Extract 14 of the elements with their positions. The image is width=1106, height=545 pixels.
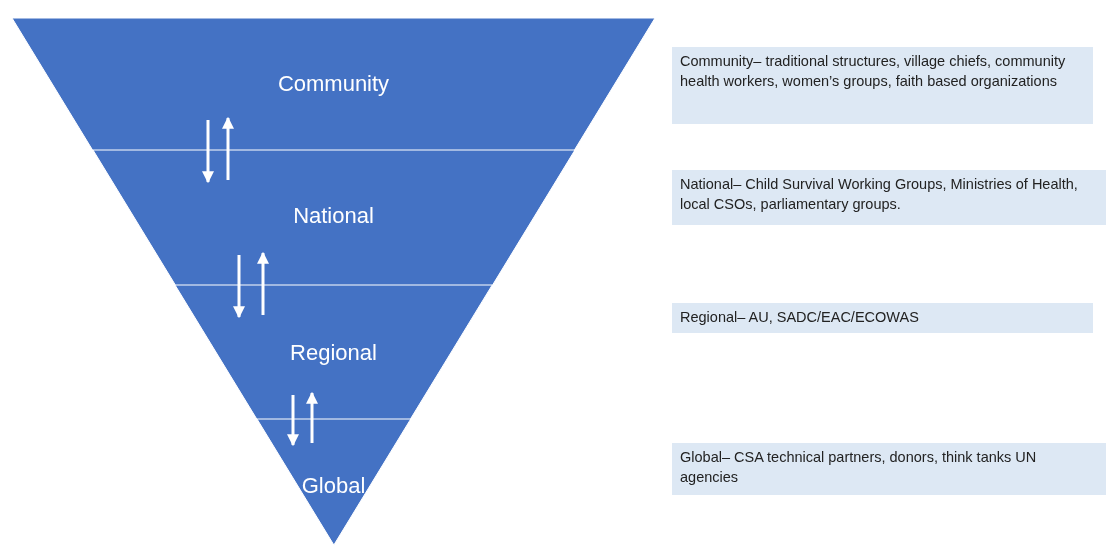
arrow <box>306 391 318 443</box>
arrow <box>202 120 214 184</box>
level-label: Community <box>277 71 390 97</box>
description-box: Community– traditional structures, village chiefs, community health workers, women’s groups, faith based organizations <box>672 47 1093 124</box>
description-box: Global– CSA technical partners, donors, think tanks UN agencies <box>672 443 1106 495</box>
arrow <box>257 251 269 315</box>
level-label: National <box>293 203 374 229</box>
arrow <box>287 395 299 447</box>
level-label: Global <box>301 473 366 499</box>
level-label: Regional <box>290 340 377 366</box>
arrow <box>222 116 234 180</box>
arrow <box>233 255 245 319</box>
description-box: National– Child Survival Working Groups, Ministries of Health, local CSOs, parliamentary groups. <box>672 170 1106 225</box>
description-box: Regional– AU, SADC/EAC/ECOWAS <box>672 303 1093 333</box>
